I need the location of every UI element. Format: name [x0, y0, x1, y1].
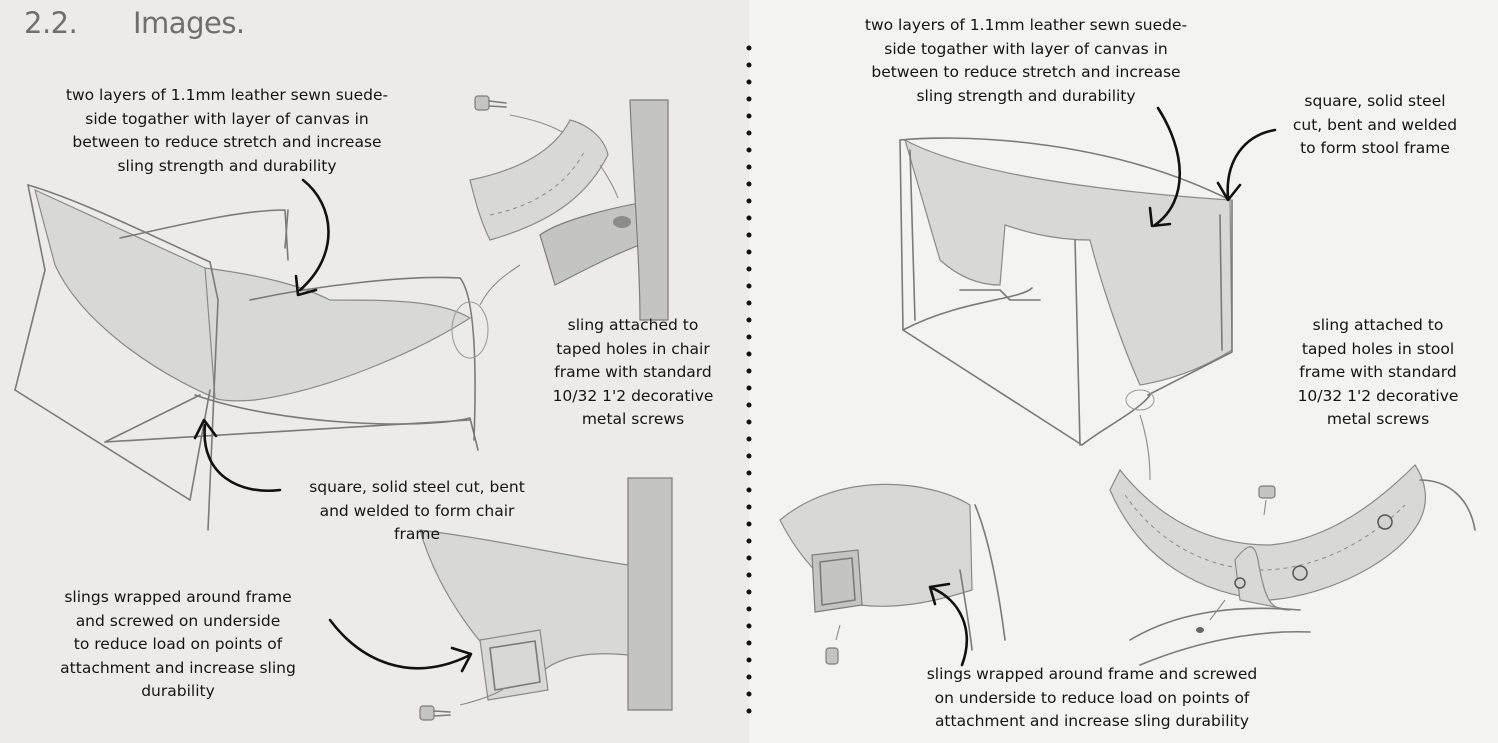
note-line: attachment and increase sling — [60, 658, 296, 677]
note-line: square, solid steel cut, bent — [309, 478, 525, 496]
note-line: slings wrapped around frame — [64, 588, 292, 606]
note-line: slings wrapped around frame and screwed — [926, 665, 1258, 683]
note-line: metal screws — [581, 410, 685, 428]
note-line: frame — [394, 525, 440, 543]
annotation-arrows — [193, 106, 1277, 673]
arrow-chair-frame — [203, 423, 282, 493]
right-page — [749, 0, 1498, 743]
chair-sketch — [14, 184, 489, 531]
note-line: taped holes in stool — [1301, 339, 1455, 358]
arrow-stool-wrap — [930, 586, 968, 667]
note-stool-frame: square, solid steel cut, bent and welded… — [1272, 90, 1478, 161]
note-line: sling attached to — [1312, 316, 1444, 334]
note-line: taped holes in chair — [556, 339, 710, 358]
arrow-stool-leather — [1153, 106, 1182, 227]
section-title: Images. — [133, 6, 245, 40]
note-line: two layers of 1.1mm leather sewn suede- — [65, 86, 389, 104]
note-line: frame with standard — [554, 363, 712, 381]
arrow-chair-leather — [298, 178, 330, 292]
arrow-stool-frame — [1226, 128, 1277, 200]
note-stool-attach: sling attached to taped holes in stool f… — [1280, 314, 1476, 432]
note-line: side togather with layer of canvas in — [884, 39, 1168, 58]
stool-screw-detail — [1109, 464, 1476, 666]
chair-screw-detail — [469, 95, 669, 321]
note-chair-frame: square, solid steel cut, bent and welded… — [282, 476, 552, 547]
stool-frame-detail — [779, 483, 1006, 665]
note-line: and screwed on underside — [75, 611, 281, 630]
note-line: frame with standard — [1299, 363, 1457, 381]
note-line: on underside to reduce load on points of — [934, 688, 1250, 707]
note-stool-leather: two layers of 1.1mm leather sewn suede- … — [836, 14, 1216, 108]
note-line: to reduce load on points of — [73, 635, 283, 653]
note-chair-leather: two layers of 1.1mm leather sewn suede- … — [38, 84, 416, 178]
note-line: between to reduce stretch and increase — [871, 63, 1181, 81]
note-line: 10/32 1'2 decorative — [552, 386, 714, 405]
note-stool-wrap: slings wrapped around frame and screwed … — [888, 663, 1296, 734]
note-line: square, solid steel — [1304, 92, 1446, 110]
note-line: sling strength and durability — [916, 86, 1136, 105]
chair-frame-detail — [419, 477, 673, 721]
note-line: metal screws — [1326, 410, 1430, 428]
section-number: 2.2. — [24, 6, 78, 40]
note-line: durability — [141, 682, 215, 700]
note-line: cut, bent and welded — [1292, 115, 1458, 134]
note-line: and welded to form chair — [319, 501, 515, 520]
note-line: attachment and increase sling durability — [934, 712, 1250, 730]
note-line: two layers of 1.1mm leather sewn suede- — [864, 16, 1188, 34]
note-line: side togather with layer of canvas in — [85, 109, 369, 128]
note-chair-attach: sling attached to taped holes in chair f… — [538, 314, 728, 432]
note-line: sling attached to — [567, 316, 699, 334]
note-line: sling strength and durability — [117, 156, 337, 175]
note-line: between to reduce stretch and increase — [72, 133, 382, 151]
arrow-chair-wrap — [328, 618, 472, 670]
stool-sketch — [899, 137, 1233, 481]
note-line: to form stool frame — [1300, 139, 1450, 157]
note-line: 10/32 1'2 decorative — [1297, 386, 1459, 405]
note-chair-wrap: slings wrapped around frame and screwed … — [28, 586, 328, 704]
